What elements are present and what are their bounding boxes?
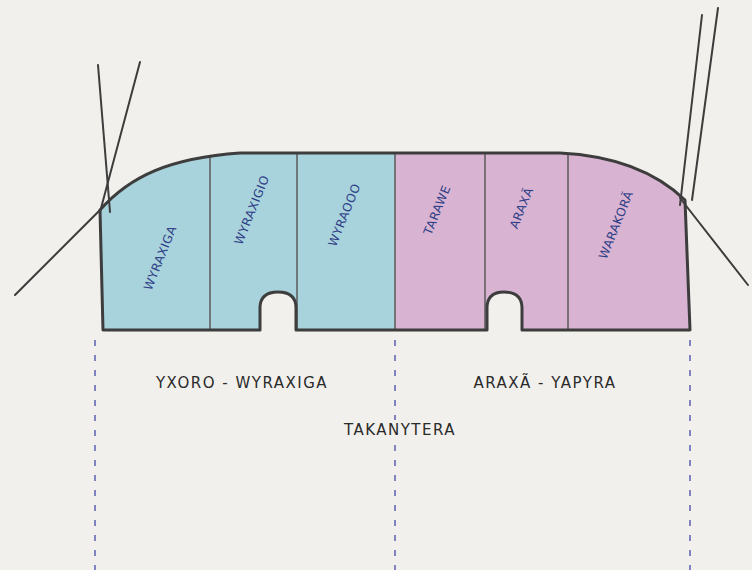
section-name: WYRAXIGA [141,224,180,293]
section-dividers [210,150,568,330]
pink-fill [395,140,700,340]
area-label: ARAXÃ - YAPYRA [470,373,619,393]
area-label: YXORO - WYRAXIGA [153,373,331,393]
section-name: ARAXÃ [507,185,536,230]
house-section: ARAXÃ [485,155,568,290]
house-section: WYRAOOO [297,155,395,330]
house-fill [90,140,700,340]
section-name: TARAWE [421,183,454,237]
section-name: WYRAXIGIO [232,173,273,247]
house-section: WARAKORÃ [568,165,686,330]
section-name: WARAKORÃ [596,189,636,261]
section-name: WYRAOOO [325,181,363,248]
roof-poles [15,8,748,295]
dashed-guides [95,340,690,570]
house-section: WYRAXIGA [105,160,210,330]
house-section: WYRAXIGIO [210,155,297,290]
blue-fill [90,140,395,340]
area-label: TAKANYTERA [341,420,459,440]
house-section: TARAWE [395,155,485,330]
house-outline [100,153,690,330]
